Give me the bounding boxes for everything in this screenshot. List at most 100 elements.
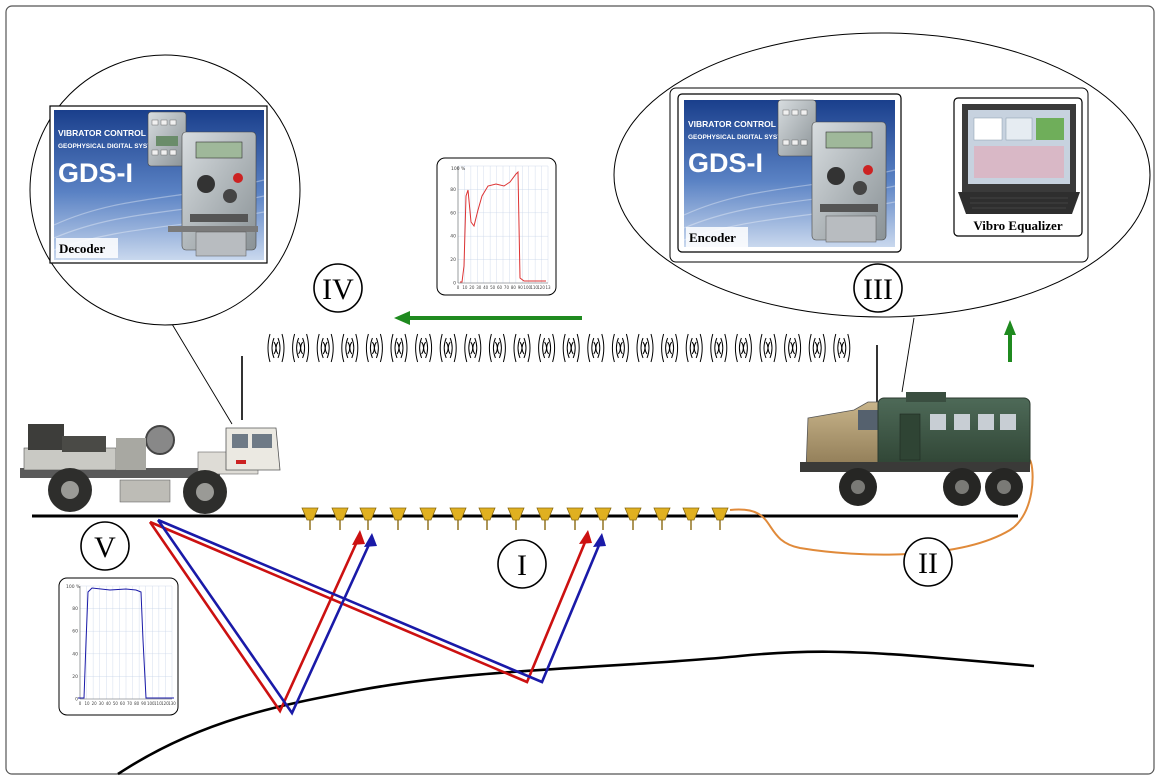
decoder-title-text: VIBRATOR CONTROL [58, 128, 146, 138]
marker-IV-label: IV [322, 273, 354, 306]
transmission-arrow-left [394, 311, 582, 325]
decoder-product-name: GDS-I [58, 158, 133, 188]
radio-wave [734, 333, 752, 363]
x-tick-label: 100 [147, 701, 155, 706]
radio-wave [390, 333, 408, 363]
recording-cable [729, 459, 1034, 556]
x-tick-label: 0 [457, 285, 460, 290]
y-tick-label: 40 [72, 651, 78, 657]
bottom-chart-ymax-label: 100 % [66, 584, 81, 590]
y-tick-label: 80 [450, 187, 456, 193]
y-tick-label: 60 [72, 629, 78, 635]
bottom-chart-grid [79, 585, 173, 700]
geophone [594, 507, 612, 530]
geophone [449, 507, 467, 530]
x-tick-label: 80 [134, 701, 140, 706]
decoder-subtitle-text: GEOPHYSICAL DIGITAL SYSTEM [58, 143, 161, 150]
encoder-keypad-device [777, 99, 817, 157]
radio-wave [587, 333, 605, 363]
x-tick-label: 120 [161, 701, 169, 706]
geophone [682, 507, 700, 530]
marker-IV: IV [313, 263, 363, 313]
ray-arrowheads-blue [364, 533, 606, 547]
encoder-title-text: VIBRATOR CONTROL [688, 119, 776, 129]
radio-wave [488, 333, 506, 363]
radio-wave [439, 333, 457, 363]
radio-wave [759, 333, 777, 363]
radio-wave [611, 333, 629, 363]
top-chart-ymax-label: 100 % [451, 166, 466, 172]
radio-wave-band [267, 333, 851, 363]
y-tick-label: 60 [450, 210, 456, 216]
vibrator-truck [20, 424, 281, 514]
upload-arrow-up [1004, 320, 1016, 362]
radio-wave [685, 333, 703, 363]
geophone [389, 507, 407, 530]
radio-wave [365, 333, 383, 363]
x-tick-label: 110 [530, 285, 538, 290]
y-tick-label: 0 [453, 281, 456, 287]
bottom-chart-curve [78, 587, 174, 699]
top-chart-curve [460, 170, 546, 283]
decoder-leader-line [171, 323, 233, 425]
laptop-caption: Vibro Equalizer [973, 218, 1062, 233]
x-tick-label: 40 [106, 701, 112, 706]
vibrator-baseplate [119, 479, 171, 503]
y-tick-label: 20 [450, 257, 456, 263]
radio-wave [415, 333, 433, 363]
x-tick-label: 20 [469, 285, 475, 290]
x-tick-label: 120 [537, 285, 545, 290]
marker-V: V [80, 521, 130, 571]
geophone [331, 507, 349, 530]
encoder-leader-line [901, 317, 915, 393]
x-tick-label: 10 [85, 701, 91, 706]
radio-wave [538, 333, 556, 363]
geophone [301, 507, 319, 530]
x-tick-label: 40 [483, 285, 489, 290]
reflector-horizon [117, 650, 1035, 776]
ray-paths-blue [156, 518, 604, 716]
x-tick-label: 130 [168, 701, 176, 706]
geophone [711, 507, 729, 530]
x-tick-label: 50 [490, 285, 496, 290]
laptop-panel: Vibro Equalizer [953, 97, 1083, 237]
radio-wave [513, 333, 531, 363]
encoder-subtitle-text: GEOPHYSICAL DIGITAL SYSTEM [688, 134, 791, 141]
geophone [653, 507, 671, 530]
radio-wave [464, 333, 482, 363]
marker-II: II [903, 537, 953, 587]
x-tick-label: 90 [141, 701, 147, 706]
marker-II-label: II [918, 547, 938, 580]
radio-wave [341, 333, 359, 363]
geophone [507, 507, 525, 530]
x-tick-label: 60 [497, 285, 503, 290]
marker-I: I [497, 539, 547, 589]
x-tick-label: 13 [545, 285, 551, 290]
encoder-product-name: GDS-I [688, 148, 763, 178]
decoder-panel: VIBRATOR CONTROL GEOPHYSICAL DIGITAL SYS… [49, 105, 268, 264]
encoder-panel: VIBRATOR CONTROL GEOPHYSICAL DIGITAL SYS… [677, 93, 902, 253]
radio-wave [267, 333, 285, 363]
geophone [624, 507, 642, 530]
x-tick-label: 20 [92, 701, 98, 706]
marker-III-label: III [863, 273, 893, 306]
radio-wave [562, 333, 580, 363]
x-tick-label: 80 [511, 285, 517, 290]
geophone [566, 507, 584, 530]
radio-wave [316, 333, 334, 363]
geophone [359, 507, 377, 530]
x-tick-label: 50 [113, 701, 119, 706]
decoder-caption: Decoder [59, 241, 105, 256]
y-tick-label: 80 [72, 606, 78, 612]
x-tick-label: 100 [523, 285, 531, 290]
geophone-array [301, 507, 729, 530]
radio-wave [636, 333, 654, 363]
marker-V-label: V [94, 531, 116, 564]
x-tick-label: 70 [504, 285, 510, 290]
encoder-caption: Encoder [689, 230, 736, 245]
recording-truck [800, 392, 1031, 506]
marker-I-label: I [517, 549, 527, 582]
radio-wave [661, 333, 679, 363]
